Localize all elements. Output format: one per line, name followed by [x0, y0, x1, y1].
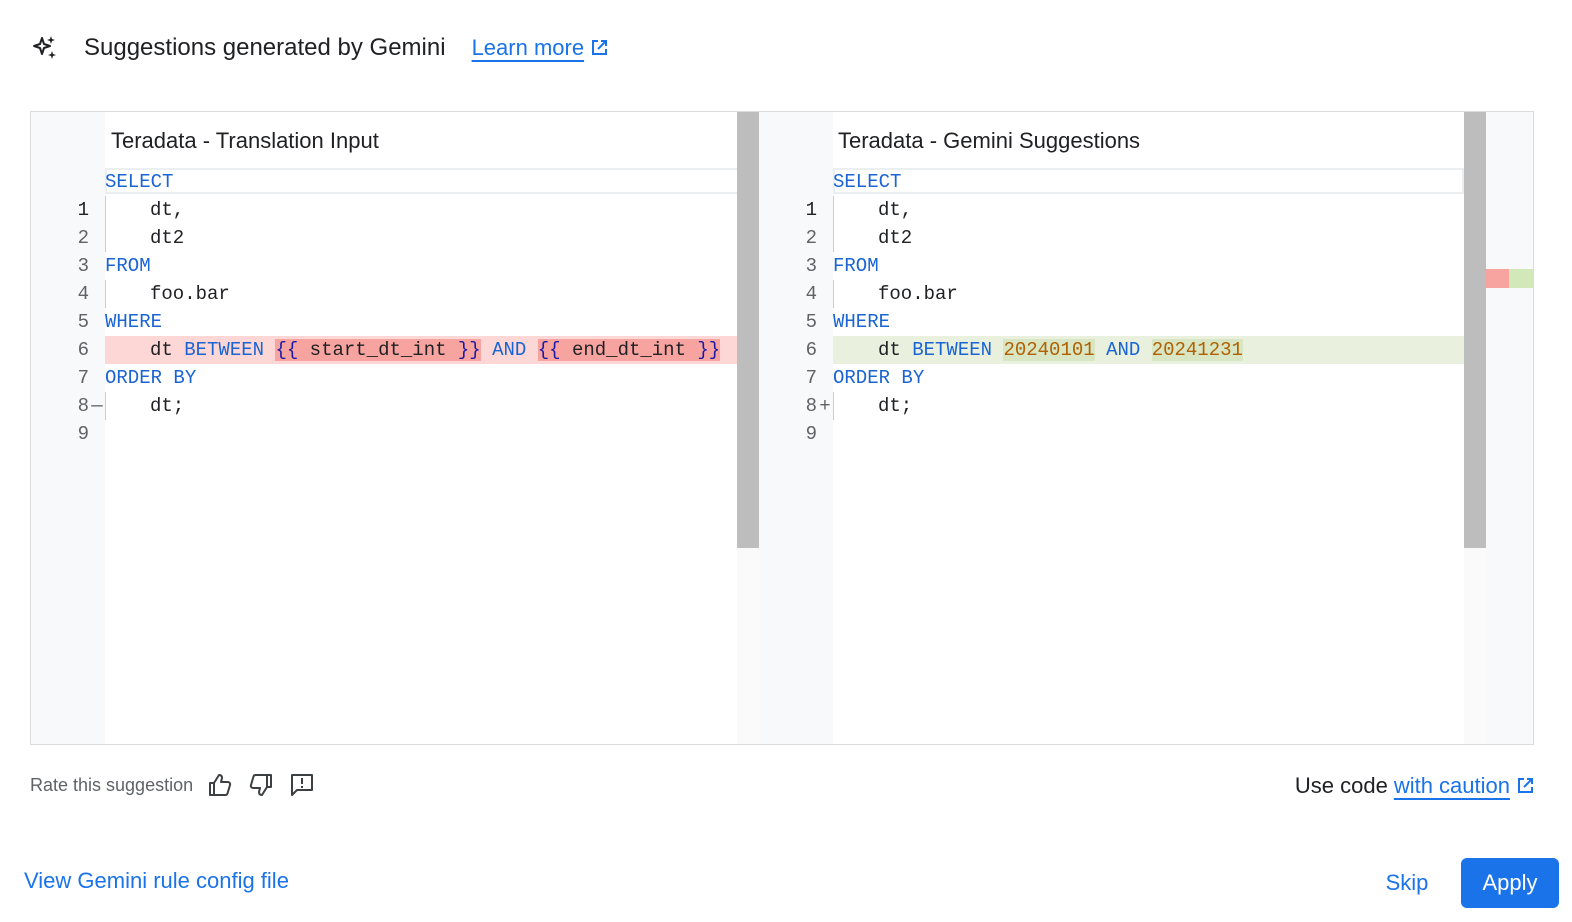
sparkle-icon: [30, 33, 60, 63]
keyword-where: WHERE: [833, 311, 891, 333]
overview-addition-marker: [1509, 269, 1533, 288]
code-line: 4 FROM: [759, 252, 1464, 305]
keyword-and: AND: [1106, 339, 1141, 361]
table-token: foo.bar: [150, 283, 230, 305]
keyword-from: FROM: [833, 255, 879, 277]
view-rule-config-link[interactable]: View Gemini rule config file: [24, 868, 289, 893]
with-caution-link[interactable]: with caution: [1393, 773, 1510, 798]
code-line: 1 SELECT: [31, 168, 737, 221]
line-number: 8: [77, 395, 89, 417]
line-number: 8: [805, 395, 817, 417]
keyword-from: FROM: [105, 255, 151, 277]
code-line: 2 dt,: [31, 196, 737, 249]
table-token: foo.bar: [878, 283, 958, 305]
keyword-order-by: ORDER BY: [105, 367, 197, 389]
added-line: 7 + dt BETWEEN 20240101 AND 20241231: [759, 336, 1464, 417]
line-number: 9: [805, 423, 817, 445]
line-number-gutter: [759, 112, 833, 744]
overview-deletion-marker: [1486, 269, 1509, 288]
diff-editor: Teradata - Translation Input 1 SELECT 2 …: [30, 111, 1534, 745]
code-line: 1 SELECT: [759, 168, 1464, 221]
column-token: dt: [150, 339, 173, 361]
code-line: 4 FROM: [31, 252, 737, 305]
current-line-highlight: [833, 168, 1464, 194]
thumb-up-icon[interactable]: [206, 771, 234, 799]
suggestion-pane: Teradata - Gemini Suggestions 1 SELECT 2…: [759, 112, 1486, 744]
keyword-select: SELECT: [833, 171, 902, 193]
original-pane: Teradata - Translation Input 1 SELECT 2 …: [31, 112, 759, 744]
line-number: 4: [805, 283, 817, 305]
feedback-icon[interactable]: [288, 771, 316, 799]
line-number-gutter: [31, 112, 105, 744]
column-token: dt;: [150, 395, 185, 417]
rating-bar: Rate this suggestion: [30, 771, 316, 799]
skip-button[interactable]: Skip: [1385, 870, 1429, 895]
keyword-between: BETWEEN: [912, 339, 993, 361]
line-number: 4: [77, 283, 89, 305]
line-number: 3: [805, 255, 817, 277]
code-line: 6 WHERE: [759, 308, 1464, 361]
code-line: 8 ORDER BY: [31, 364, 737, 417]
deleted-placeholder-end: {{ end_dt_int }}: [537, 339, 721, 361]
keyword-where: WHERE: [105, 311, 163, 333]
suggestion-pane-title: Teradata - Gemini Suggestions: [838, 128, 1141, 153]
line-number: 1: [77, 199, 89, 221]
code-line: 9 dt;: [31, 392, 737, 445]
external-link-icon: [590, 39, 608, 57]
keyword-between: BETWEEN: [184, 339, 265, 361]
learn-more-label: Learn more: [471, 35, 585, 60]
code-line: 5 foo.bar: [31, 280, 737, 333]
deleted-line: 7 — dt BETWEEN {{ start_dt_int }} AND {{…: [31, 336, 737, 417]
code-line: 6 WHERE: [31, 308, 737, 361]
keyword-order-by: ORDER BY: [833, 367, 925, 389]
original-pane-title: Teradata - Translation Input: [111, 128, 379, 153]
line-number: 2: [77, 227, 89, 249]
line-number: 7: [805, 367, 817, 389]
external-link-icon: [1516, 777, 1534, 795]
code-line: 3 dt2: [31, 224, 737, 277]
addition-marker: +: [819, 395, 831, 417]
code-line: 9 dt;: [759, 392, 1464, 445]
column-token: dt: [878, 339, 901, 361]
deleted-placeholder-start: {{ start_dt_int }}: [275, 339, 481, 361]
suggestion-scrollbar-thumb[interactable]: [1464, 112, 1486, 548]
line-number: 2: [805, 227, 817, 249]
caution-note: Use code with caution: [1295, 773, 1534, 799]
column-token: dt,: [150, 199, 185, 221]
line-number: 6: [77, 339, 89, 361]
column-token: dt,: [878, 199, 913, 221]
line-number: 6: [805, 339, 817, 361]
apply-button[interactable]: Apply: [1461, 858, 1559, 908]
column-token: dt2: [150, 227, 185, 249]
column-token: dt;: [878, 395, 913, 417]
line-number: 5: [77, 311, 89, 333]
code-line: 8 ORDER BY: [759, 364, 1464, 417]
deletion-marker: —: [91, 395, 103, 417]
dialog-header: Suggestions generated by Gemini Learn mo…: [30, 28, 608, 68]
diff-overview-ruler[interactable]: [1486, 112, 1533, 744]
added-start-value: 20240101: [1003, 339, 1095, 361]
thumb-down-icon[interactable]: [247, 771, 275, 799]
original-scrollbar-thumb[interactable]: [737, 112, 759, 548]
current-line-highlight: [105, 168, 737, 194]
code-line: 5 foo.bar: [759, 280, 1464, 333]
line-number: 3: [77, 255, 89, 277]
rate-label: Rate this suggestion: [30, 774, 194, 795]
keyword-select: SELECT: [105, 171, 174, 193]
line-number: 9: [77, 423, 89, 445]
code-line: 2 dt,: [759, 196, 1464, 249]
line-number: 1: [805, 199, 817, 221]
caution-prefix: Use code: [1294, 773, 1388, 798]
learn-more-link[interactable]: Learn more: [472, 35, 609, 61]
line-number: 5: [805, 311, 817, 333]
code-line: 3 dt2: [759, 224, 1464, 277]
header-title: Suggestions generated by Gemini: [84, 34, 446, 61]
added-end-value: 20241231: [1151, 339, 1243, 361]
line-number: 7: [77, 367, 89, 389]
column-token: dt2: [878, 227, 913, 249]
keyword-and: AND: [492, 339, 527, 361]
